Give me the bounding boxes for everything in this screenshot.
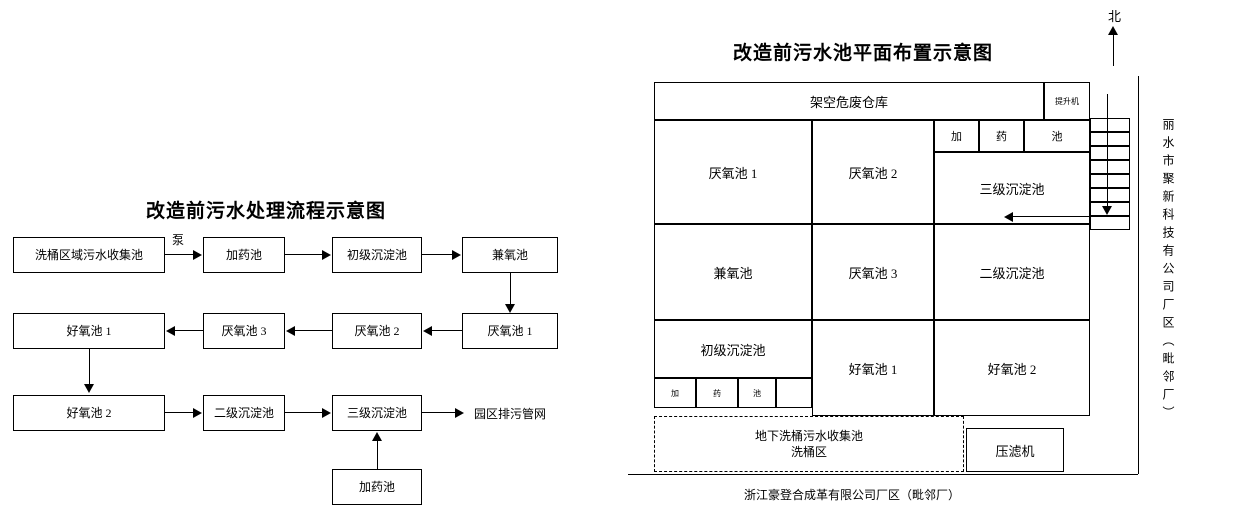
plan-underground-collection-area[interactable]: 地下洗桶污水收集池 洗桶区 xyxy=(654,416,964,472)
flow-connector-3 xyxy=(422,254,453,255)
flow-box-primary-sedimentation[interactable]: 初级沉淀池 xyxy=(332,237,422,273)
flow-box-dosing-pool-1[interactable]: 加药池 xyxy=(203,237,285,273)
plan-cell-aerobic-pool-1[interactable]: 好氧池 1 xyxy=(812,320,934,416)
flow-box-tertiary-sedimentation[interactable]: 三级沉淀池 xyxy=(332,395,422,431)
plan-bottom-boundary xyxy=(628,474,1138,475)
flow-connector-2 xyxy=(285,254,323,255)
plan-stair-step-5 xyxy=(1090,174,1130,188)
flow-arrow-6 xyxy=(286,326,295,336)
flow-connector-9 xyxy=(165,412,194,413)
flow-arrow-2 xyxy=(322,250,331,260)
flow-box-aerobic-pool-1[interactable]: 好氧池 1 xyxy=(13,313,165,349)
left-diagram-title: 改造前污水处理流程示意图 xyxy=(146,201,387,222)
plan-underground-line-2: 洗桶区 xyxy=(790,445,827,459)
plan-cell-anaerobic-pool-1[interactable]: 厌氧池 1 xyxy=(654,120,812,224)
plan-downpipe xyxy=(1107,94,1108,210)
flow-connector-4 xyxy=(510,273,511,306)
flow-arrow-9 xyxy=(193,408,202,418)
flow-outlet-label: 园区排污管网 xyxy=(474,407,547,421)
flow-connector-6 xyxy=(295,330,332,331)
plan-stair-step-2 xyxy=(1090,132,1130,146)
flow-connector-8 xyxy=(89,349,90,386)
plan-stair-step-3 xyxy=(1090,146,1130,160)
flow-box-facultative-pool[interactable]: 兼氧池 xyxy=(462,237,558,273)
plan-cell-anaerobic-pool-2[interactable]: 厌氧池 2 xyxy=(812,120,934,224)
flow-connector-7 xyxy=(432,330,462,331)
flow-arrow-5 xyxy=(166,326,175,336)
plan-cell-anaerobic-pool-3[interactable]: 厌氧池 3 xyxy=(812,224,934,320)
plan-right-boundary xyxy=(1138,76,1139,474)
plan-cell-dosing-bottom-spacer xyxy=(776,378,812,408)
flow-box-aerobic-pool-2[interactable]: 好氧池 2 xyxy=(13,395,165,431)
plan-cell-dosing-bottom-3[interactable]: 池 xyxy=(738,378,776,408)
plan-stair-step-6 xyxy=(1090,188,1130,202)
plan-cell-aerobic-pool-2[interactable]: 好氧池 2 xyxy=(934,320,1090,416)
plan-cell-secondary-sedimentation[interactable]: 二级沉淀池 xyxy=(934,224,1090,320)
plan-cell-dosing-top-1[interactable]: 加 xyxy=(934,120,979,152)
flow-connector-10 xyxy=(285,412,323,413)
plan-stair-step-8 xyxy=(1090,216,1130,230)
flow-connector-11 xyxy=(422,412,456,413)
plan-return-arrow xyxy=(1004,212,1013,222)
flow-box-secondary-sedimentation[interactable]: 二级沉淀池 xyxy=(203,395,285,431)
north-arrow-shaft xyxy=(1113,34,1114,66)
plan-right-vertical-caption: 丽水市聚新科技有公司厂区（毗邻厂） xyxy=(1161,118,1175,424)
flow-box-wash-area-collection-pool[interactable]: 洗桶区域污水收集池 xyxy=(13,237,165,273)
flow-arrow-8 xyxy=(84,384,94,393)
plan-cell-primary-sedimentation[interactable]: 初级沉淀池 xyxy=(654,320,812,378)
flow-edge-label-pump: 泵 xyxy=(172,233,185,247)
right-diagram-title: 改造前污水池平面布置示意图 xyxy=(733,43,994,64)
flow-box-anaerobic-pool-3[interactable]: 厌氧池 3 xyxy=(203,313,285,349)
flow-arrow-3 xyxy=(452,250,461,260)
plan-cell-dosing-bottom-1[interactable]: 加 xyxy=(654,378,696,408)
flow-arrow-4 xyxy=(505,304,515,313)
flow-connector-5 xyxy=(175,330,203,331)
plan-cell-overhead-hazardous-warehouse[interactable]: 架空危废仓库 xyxy=(654,82,1044,120)
flow-connector-12 xyxy=(377,441,378,469)
plan-cell-filter-press[interactable]: 压滤机 xyxy=(966,428,1064,472)
flow-box-anaerobic-pool-1[interactable]: 厌氧池 1 xyxy=(462,313,558,349)
plan-cell-facultative-pool[interactable]: 兼氧池 xyxy=(654,224,812,320)
north-arrow-head xyxy=(1108,26,1118,35)
plan-underground-line-1: 地下洗桶污水收集池 xyxy=(754,428,863,443)
plan-bottom-caption: 浙江豪登合成革有限公司厂区（毗邻厂） xyxy=(744,488,961,502)
plan-downpipe-arrow xyxy=(1102,206,1112,215)
plan-return-line xyxy=(1012,216,1107,217)
plan-stair-step-1 xyxy=(1090,118,1130,132)
plan-cell-hoist[interactable]: 提升机 xyxy=(1044,82,1090,120)
flow-arrow-7 xyxy=(423,326,432,336)
flow-box-anaerobic-pool-2[interactable]: 厌氧池 2 xyxy=(332,313,422,349)
flow-arrow-12 xyxy=(372,432,382,441)
plan-cell-dosing-top-3[interactable]: 池 xyxy=(1024,120,1090,152)
flow-connector-1 xyxy=(165,254,194,255)
plan-stair-step-4 xyxy=(1090,160,1130,174)
north-label: 北 xyxy=(1108,9,1122,24)
flow-arrow-10 xyxy=(322,408,331,418)
plan-cell-dosing-bottom-2[interactable]: 药 xyxy=(696,378,738,408)
flow-box-dosing-pool-2[interactable]: 加药池 xyxy=(332,469,422,505)
flow-arrow-1 xyxy=(193,250,202,260)
flow-arrow-11 xyxy=(455,408,464,418)
plan-cell-dosing-top-2[interactable]: 药 xyxy=(979,120,1024,152)
